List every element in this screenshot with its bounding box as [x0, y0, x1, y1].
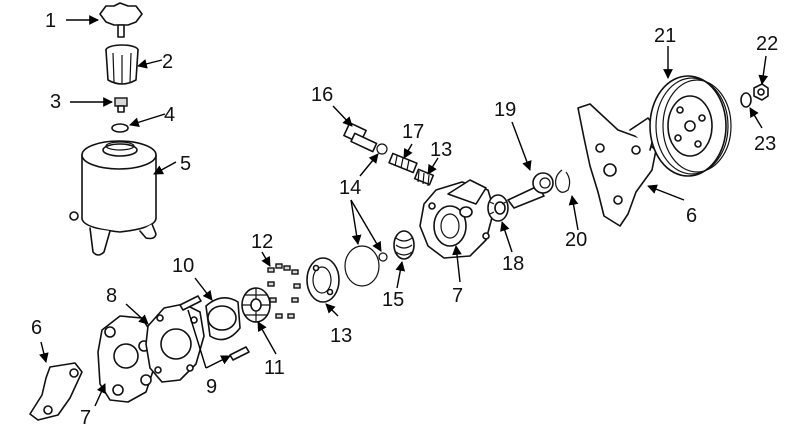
label-8: 8 — [106, 285, 117, 307]
label-2: 2 — [162, 51, 173, 73]
snap-ring — [555, 169, 571, 193]
pulley — [649, 75, 732, 177]
label-6-right: 6 — [686, 205, 697, 227]
pulley-nut — [753, 83, 769, 101]
label-16: 16 — [311, 84, 333, 106]
label-18: 18 — [502, 253, 524, 275]
rear-housing — [97, 315, 155, 403]
pulley-washer — [740, 92, 752, 108]
gasket-plate — [145, 303, 205, 383]
label-15: 15 — [382, 289, 404, 311]
shaft — [507, 172, 554, 209]
o-rings — [344, 143, 388, 287]
spring — [393, 230, 415, 260]
dowel-pins — [179, 295, 250, 361]
pressure-plate — [306, 257, 340, 303]
part-number-labels: 1 2 3 4 5 6 7 8 9 10 11 12 13 14 15 16 1… — [31, 10, 778, 429]
label-4: 4 — [164, 104, 175, 126]
label-19: 19 — [494, 99, 516, 121]
rotor — [241, 287, 271, 323]
label-7-center: 7 — [452, 285, 463, 307]
bearing — [487, 194, 509, 222]
label-13-upper: 13 — [430, 139, 452, 161]
mounting-bracket-right — [577, 103, 657, 227]
valve-spring — [413, 168, 435, 187]
label-14: 14 — [339, 177, 361, 199]
label-23: 23 — [754, 133, 776, 155]
label-20: 20 — [565, 229, 587, 251]
label-22: 22 — [756, 33, 778, 55]
label-5: 5 — [180, 153, 191, 175]
cam-ring — [205, 297, 241, 341]
pump-body — [419, 179, 495, 259]
label-21: 21 — [654, 25, 676, 47]
union-fitting — [343, 122, 378, 153]
leader-lines — [39, 15, 769, 407]
reservoir-tank — [69, 140, 157, 256]
label-17: 17 — [402, 121, 424, 143]
reservoir-cap — [99, 2, 143, 38]
bolt — [114, 97, 128, 113]
label-9: 9 — [206, 376, 217, 398]
flow-control-valve — [388, 152, 418, 174]
vanes — [267, 263, 301, 319]
label-11: 11 — [264, 357, 285, 379]
label-12: 12 — [251, 231, 273, 253]
label-10: 10 — [172, 255, 194, 277]
washer — [111, 123, 129, 133]
label-13-lower: 13 — [330, 325, 352, 347]
label-1: 1 — [45, 10, 56, 32]
label-6-left: 6 — [31, 317, 42, 339]
mounting-bracket-left — [29, 362, 83, 421]
filter-strainer — [105, 44, 139, 85]
label-7-left: 7 — [80, 407, 91, 429]
label-3: 3 — [50, 91, 61, 113]
